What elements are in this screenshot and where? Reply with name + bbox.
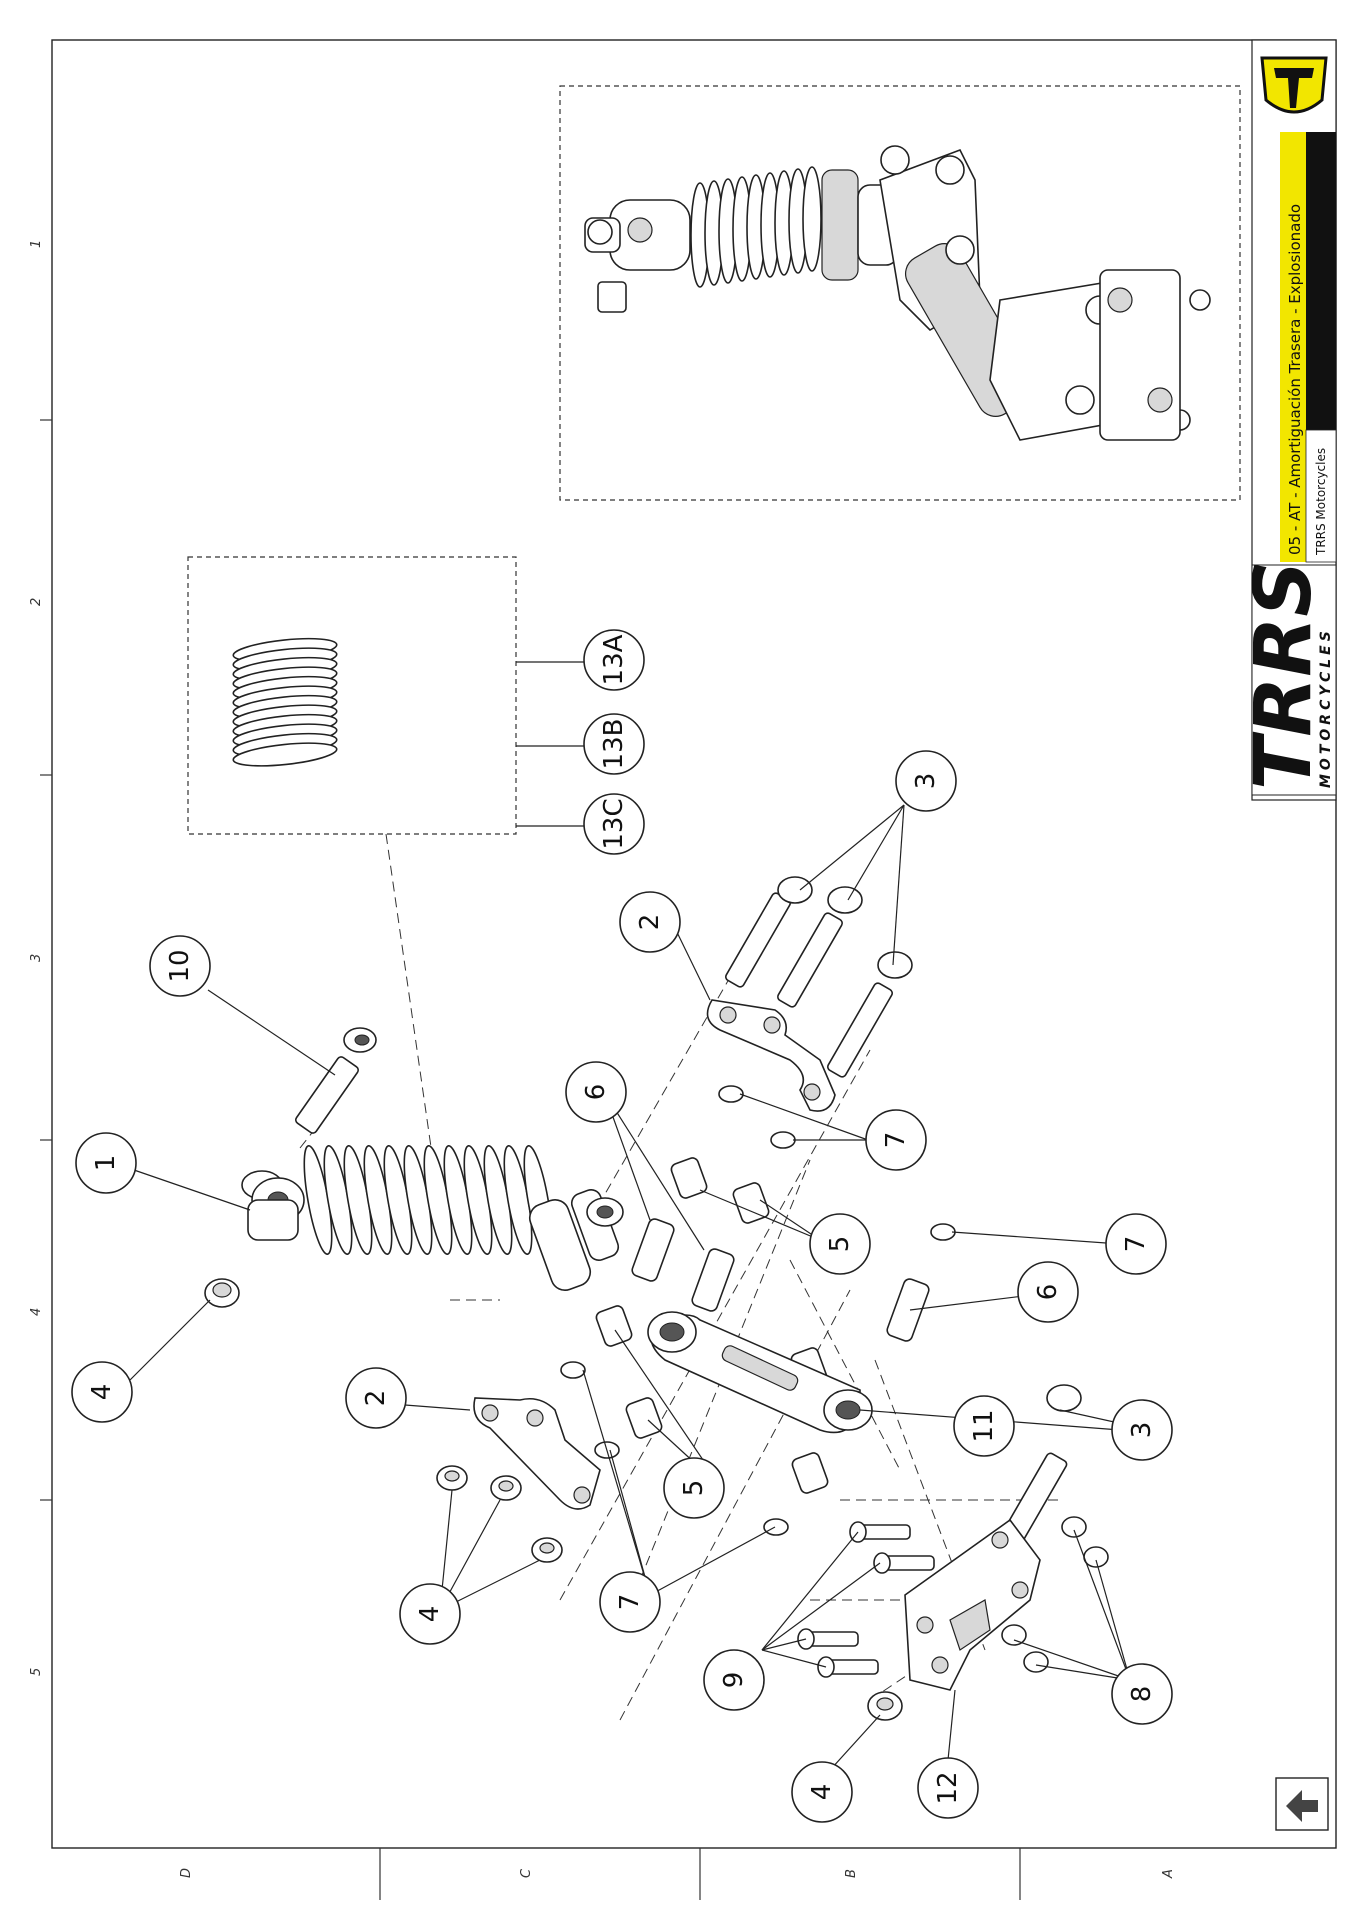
column-zone-ticks [40,419,52,1501]
svg-text:6: 6 [581,1084,611,1101]
callout-6-upper: 6 [565,1061,627,1123]
callout-6-lower: 6 [1017,1261,1079,1323]
callout-12: 12 [917,1757,979,1819]
grid-label-col-5: 5 [29,1668,44,1676]
exploded-view: 1 2 2 3 3 4 4 4 5 5 6 6 7 7 7 8 9 10 11 … [71,629,1173,1823]
spring-detail-view [187,556,588,1169]
up-arrow-home-icon[interactable] [1275,1777,1329,1831]
callout-11: 11 [953,1395,1015,1457]
svg-text:7: 7 [1121,1236,1151,1253]
spring-13-drawing [232,637,338,767]
title-block: 05 - AT - Amortiguación Trasera - Explos… [1239,39,1337,801]
svg-text:12: 12 [933,1771,963,1804]
assembled-detail-view [559,85,1241,501]
svg-text:11: 11 [969,1409,999,1442]
callout-balloons: 1 2 2 3 3 4 4 4 5 5 6 6 7 7 7 8 9 10 11 … [71,629,1173,1823]
svg-text:7: 7 [615,1594,645,1611]
callout-13a: 13A [583,629,645,691]
spring-coil [232,742,338,767]
callout-10: 10 [149,935,211,997]
grid-label-row-a: A [1161,1869,1176,1879]
brand-sub-text: MOTORCYCLES [1318,627,1334,788]
title-yellow-band [1280,132,1306,562]
callout-7-lower: 7 [599,1571,661,1633]
svg-text:4: 4 [87,1384,117,1401]
svg-text:13A: 13A [599,634,629,685]
callout-2-upper: 2 [619,891,681,953]
row-zone-ticks [379,1848,1021,1900]
grid-label-row-d: D [179,1868,194,1878]
callout-13c: 13C [583,793,645,855]
spring-detail-frame [187,556,517,835]
part-9-bolts [797,1521,935,1678]
part-2-plate-upper [706,999,836,1112]
callout-3-upper: 3 [895,750,957,812]
svg-text:9: 9 [719,1672,749,1689]
grid-label-row-b: B [844,1869,859,1878]
part-4-nut-bottom [867,1691,903,1721]
brand-main-text: TRRS [1239,560,1329,790]
grid-label-col-2: 2 [29,598,44,606]
svg-text:1: 1 [91,1155,121,1172]
svg-text:3: 3 [1127,1422,1157,1439]
callout-13b: 13B [583,713,645,775]
callout-7-upper: 7 [865,1109,927,1171]
callout-8: 8 [1111,1663,1173,1725]
assembled-linkage [879,145,1211,441]
grid-label-col-1: 1 [29,240,44,248]
part-10-bolt [294,1027,377,1134]
part-8-nuts [1001,1516,1109,1673]
callout-3-lower: 3 [1111,1399,1173,1461]
svg-text:6: 6 [1033,1284,1063,1301]
svg-text:4: 4 [807,1784,837,1801]
callout-9: 9 [703,1649,765,1711]
svg-text:7: 7 [881,1132,911,1149]
part-4-nut-group [436,1465,563,1563]
part-6-sleeves [631,1218,930,1342]
callout-4-top: 4 [71,1361,133,1423]
drawing-title: 05 - AT - Amortiguación Trasera - Explos… [1286,204,1304,555]
svg-text:5: 5 [825,1236,855,1253]
svg-text:5: 5 [679,1480,709,1497]
assembled-detail-frame [559,85,1241,501]
svg-text:13B: 13B [599,719,629,770]
callout-4-group: 4 [399,1583,461,1645]
grid-label-row-c: C [519,1868,534,1878]
part-11-link-rod [647,1311,873,1434]
svg-text:4: 4 [415,1606,445,1623]
svg-text:3: 3 [911,773,941,790]
grid-label-col-4: 4 [29,1308,44,1316]
svg-text:2: 2 [635,914,665,931]
part-7-washers [560,1085,956,1536]
callout-2-lower: 2 [345,1367,407,1429]
callout-7-right: 7 [1105,1213,1167,1275]
drawing-company: TRRS Motorcycles [1314,448,1328,556]
part-3-bolts-upper [725,876,913,1078]
brand-logo: TRRS MOTORCYCLES [1239,560,1334,790]
callout-4-bottom: 4 [791,1761,853,1823]
part-12-bracket [904,1518,1041,1691]
callout-5-upper: 5 [809,1213,871,1275]
part-4-nut-top [204,1278,240,1308]
svg-text:8: 8 [1127,1686,1157,1703]
callout-5-lower: 5 [663,1457,725,1519]
drawing-frame [51,39,1337,1849]
grid-label-col-3: 3 [29,954,44,962]
part-2-plate-lower [473,1397,601,1510]
svg-text:10: 10 [165,949,195,982]
part-1-shock-absorber [241,1145,624,1291]
callout-leaders [129,804,1151,1791]
assembled-shock [584,166,899,313]
svg-text:2: 2 [361,1390,391,1407]
spring-coil [802,166,822,272]
svg-text:13C: 13C [599,798,629,849]
callout-1: 1 [75,1132,137,1194]
trrs-shield-logo-icon [1254,48,1334,128]
